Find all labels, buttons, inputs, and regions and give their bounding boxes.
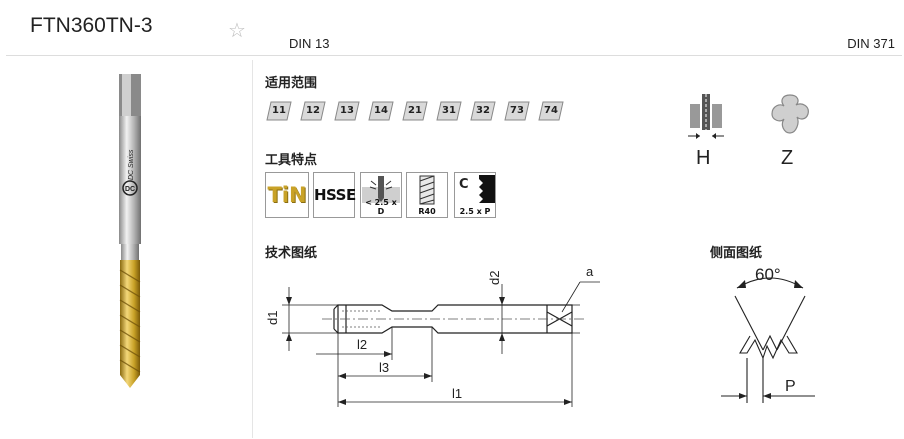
material-group-label: 11 — [272, 105, 286, 116]
column-divider — [252, 60, 253, 438]
favorite-star-icon[interactable]: ☆ — [228, 20, 246, 42]
label-l1: l1 — [452, 386, 462, 401]
material-group-label: 31 — [442, 105, 456, 116]
helix-icon: R40 — [406, 172, 448, 218]
side-view-drawing: 60° P — [721, 265, 815, 403]
side-view-heading: 侧面图纸 — [710, 245, 763, 260]
tolerance-h-icon — [688, 94, 724, 139]
header-divider — [6, 55, 902, 56]
depth-label: < 2.5 x D — [365, 198, 397, 216]
pitch-label: P — [785, 378, 796, 395]
substrate-hsse-badge: HSSE — [313, 172, 356, 218]
material-group-14: 14 — [368, 101, 394, 121]
label-d2: d2 — [487, 271, 502, 285]
product-title: FTN360TN-3 — [30, 14, 153, 37]
material-group-label: 21 — [408, 105, 422, 116]
brand-text: DC Swiss — [128, 149, 135, 180]
features-heading: 工具特点 — [265, 152, 318, 167]
material-group-32: 32 — [470, 101, 496, 121]
application-heading: 适用范围 — [265, 75, 318, 90]
chamfer-letter: C — [459, 177, 469, 192]
material-group-31: 31 — [436, 101, 462, 121]
chamfer-label: 2.5 x P — [459, 207, 491, 216]
label-a: a — [586, 264, 594, 279]
technical-drawing: d1 d2 l2 l3 l1 a — [265, 264, 600, 407]
technical-drawing-heading: 技术图纸 — [265, 245, 318, 260]
standard-din371: DIN 371 — [847, 36, 895, 51]
tolerance-label: H — [696, 147, 711, 169]
material-group-label: 12 — [306, 105, 320, 116]
standard-din13: DIN 13 — [289, 36, 330, 51]
helix-label: R40 — [418, 207, 436, 216]
label-d1: d1 — [265, 311, 280, 325]
flutes-label: Z — [781, 147, 794, 169]
material-group-11: 11 — [266, 101, 292, 121]
angle-label: 60° — [755, 265, 781, 284]
svg-text:DC: DC — [125, 186, 135, 193]
label-l3: l3 — [379, 360, 389, 375]
flute-profile-icon — [771, 94, 809, 134]
material-group-label: 14 — [374, 105, 388, 116]
depth-icon: < 2.5 x D — [360, 172, 402, 218]
material-group-label: 74 — [544, 105, 558, 116]
label-l2: l2 — [357, 337, 367, 352]
chamfer-icon: C 2.5 x P — [454, 172, 496, 218]
material-group-74: 74 — [538, 101, 564, 121]
material-group-label: 73 — [510, 105, 524, 116]
material-group-label: 32 — [476, 105, 490, 116]
coating-tin-badge: TiN — [265, 172, 309, 218]
material-group-21: 21 — [402, 101, 428, 121]
tap-tool-image: DC DC Swiss — [119, 74, 141, 388]
material-group-13: 13 — [334, 101, 360, 121]
material-group-12: 12 — [300, 101, 326, 121]
material-group-73: 73 — [504, 101, 530, 121]
material-group-label: 13 — [340, 105, 354, 116]
